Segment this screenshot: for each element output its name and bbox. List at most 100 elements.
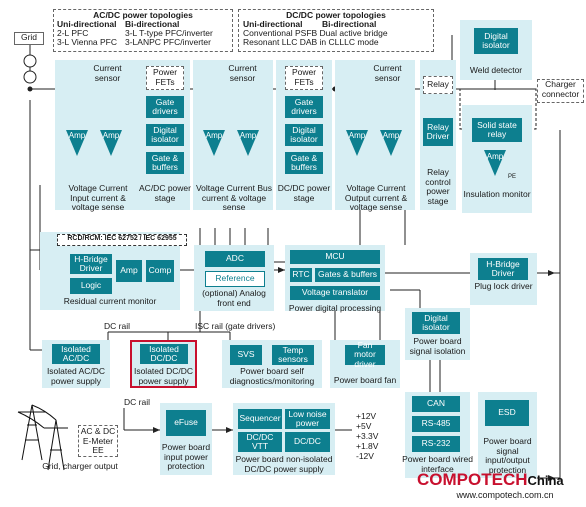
input-sense-caption: Voltage Current Input current & voltage … <box>68 183 128 213</box>
plug-lock-caption: Plug lock driver <box>474 281 533 291</box>
watermark-brand-red: COMPOTECH <box>417 470 528 489</box>
output-amp-triangle <box>380 130 402 156</box>
dcdc-stage-caption: DC/DC power stage <box>277 183 331 203</box>
bus-amp-triangle <box>237 130 259 156</box>
fan-caption: Power board fan <box>333 375 397 385</box>
wired-interface-caption: Power board wired interface <box>402 454 473 474</box>
pe-label: PE <box>508 174 517 180</box>
output-sense-caption: Voltage Current Output current & voltage… <box>344 183 408 213</box>
charger-connector-box <box>537 79 584 103</box>
mcu: MCU <box>290 250 380 264</box>
rcm-amp: Amp <box>116 260 142 282</box>
signal-digital-isolator: Digital isolator <box>412 312 460 334</box>
dc-rail-label: DC rail <box>104 321 130 331</box>
output-amp-label: Amp <box>382 131 400 140</box>
temp-sensors: Temp sensors <box>272 345 314 365</box>
isolated-dcdc: Isolated DC/DC <box>140 344 188 364</box>
rtc: RTC <box>290 268 312 282</box>
rcm-hbridge-driver: H-Bridge Driver <box>70 254 112 274</box>
insulation-amp-label: Amp <box>486 152 504 161</box>
output-amp-triangle <box>346 130 368 156</box>
acdc-uni-item: 3-L Vienna PFC <box>57 37 118 47</box>
watermark-brand: COMPOTECHChina <box>417 470 564 490</box>
efuse-caption: Power board input power protection <box>161 442 211 472</box>
mcu-caption: Power digital processing <box>288 303 382 313</box>
isolated-acdc-caption: Isolated AC/DC power supply <box>46 366 106 386</box>
dcdc-topologies-title: DC/DC power topologies <box>286 10 386 20</box>
charger-connector-label: Charger connector <box>541 79 580 99</box>
isolated-dcdc-caption: Isolated DC/DC power supply <box>133 366 194 386</box>
rcm-comp: Comp <box>146 260 174 282</box>
relay-box <box>423 76 453 94</box>
relay-label: Relay <box>427 79 449 89</box>
dcdc-power-fets-label: Power FETs <box>291 67 317 87</box>
dcdc: DC/DC <box>285 432 330 452</box>
rcm-standard-box <box>57 234 187 246</box>
emeter-box <box>78 425 118 457</box>
dcdc-gate-drivers: Gate drivers <box>285 96 323 118</box>
rcm-caption: Residual current monitor <box>63 296 157 306</box>
dcdc-topologies-box <box>238 9 434 52</box>
acdc-gate-buffers: Gate & buffers <box>146 152 184 174</box>
dcdc-power-fets <box>285 66 323 90</box>
bus-current-sensor-label: Current sensor <box>228 63 257 83</box>
acdc-gate-drivers: Gate drivers <box>146 96 184 118</box>
signal-isolation-caption: Power board signal isolation <box>409 336 466 356</box>
dcdc-uni-header: Uni-directional <box>243 19 303 29</box>
isolated-acdc: Isolated AC/DC <box>52 344 100 364</box>
gates-buffers: Gates & buffers <box>315 268 380 282</box>
grid-label: Grid <box>20 32 38 42</box>
nonisolated-caption: Power board non-isolated DC/DC power sup… <box>235 454 333 474</box>
grid-output-caption: Grid, charger output <box>42 461 118 471</box>
grid-label-box <box>14 32 44 45</box>
dcdc-topology-line: Conventional PSFB Dual active bridge <box>243 28 388 38</box>
output-amp-label: Amp <box>348 131 366 140</box>
bus-amp-triangle <box>203 130 225 156</box>
rs232: RS-232 <box>412 436 460 452</box>
esd-caption: Power board signal input/output protecti… <box>483 436 532 475</box>
voltage-rail: +3.3V <box>356 431 379 441</box>
acdc-topologies-box <box>53 9 233 52</box>
weld-detector-caption: Weld detector <box>469 65 523 75</box>
acdc-bi-header: Bi-directional <box>125 19 180 29</box>
voltage-rail: +1.8V <box>356 441 379 451</box>
acdc-digital-isolator: Digital isolator <box>146 124 184 146</box>
self-diagnostics-caption: Power board self diagnostics/monitoring <box>229 366 315 386</box>
insulation-monitor-caption: Insulation monitor <box>463 189 531 199</box>
acdc-uni-header: Uni-directional <box>57 19 117 29</box>
solid-state-relay: Solid state relay <box>472 118 522 142</box>
afe-adc: ADC <box>205 251 265 267</box>
acdc-power-fets-label: Power FETs <box>152 67 178 87</box>
input-current-sensor-label: Current sensor <box>93 63 122 83</box>
acdc-stage-caption: AC/DC power stage <box>139 183 191 203</box>
voltage-translator: Voltage translator <box>290 286 380 300</box>
weld-digital-isolator: Digital isolator <box>474 28 518 54</box>
watermark-url: www.compotech.com.cn <box>456 490 554 500</box>
output-current-sensor-label: Current sensor <box>373 63 402 83</box>
acdc-power-fets <box>146 66 184 90</box>
afe-caption: (optional) Analog front end <box>202 288 266 308</box>
rcm-standard-label: RCD/RCM: IEC 62752 / IEC 62955 <box>67 235 177 242</box>
svs: SVS <box>230 345 262 365</box>
rcm-logic: Logic <box>70 278 112 294</box>
fan-motor-driver: Fan motor driver <box>345 340 385 368</box>
bus-sense-caption: Voltage Current Bus current & voltage se… <box>195 183 273 213</box>
isc-rail-label: ISC rail (gate drivers) <box>195 321 276 331</box>
input-amp-triangle <box>100 130 122 156</box>
can: CAN <box>412 396 460 412</box>
efuse: eFuse <box>166 410 206 436</box>
acdc-uni-item: 2-L PFC <box>57 28 89 38</box>
esd: ESD <box>485 400 529 426</box>
bus-amp-label: Amp <box>239 131 257 140</box>
afe-reference: Reference <box>205 271 265 287</box>
watermark-brand-dark: China <box>527 473 564 488</box>
voltage-rail: +12V <box>356 411 377 421</box>
input-amp-label: Amp <box>102 131 120 140</box>
insulation-amp-triangle <box>484 150 506 176</box>
sequencer: Sequencer <box>238 409 282 429</box>
relay-driver: Relay Driver <box>423 118 453 146</box>
plug-lock-hbridge: H-Bridge Driver <box>478 258 528 280</box>
low-noise-power: Low noise power <box>285 409 330 429</box>
emeter-label: AC & DC E-Meter EE <box>80 426 116 456</box>
dcdc-gate-buffers: Gate & buffers <box>285 152 323 174</box>
